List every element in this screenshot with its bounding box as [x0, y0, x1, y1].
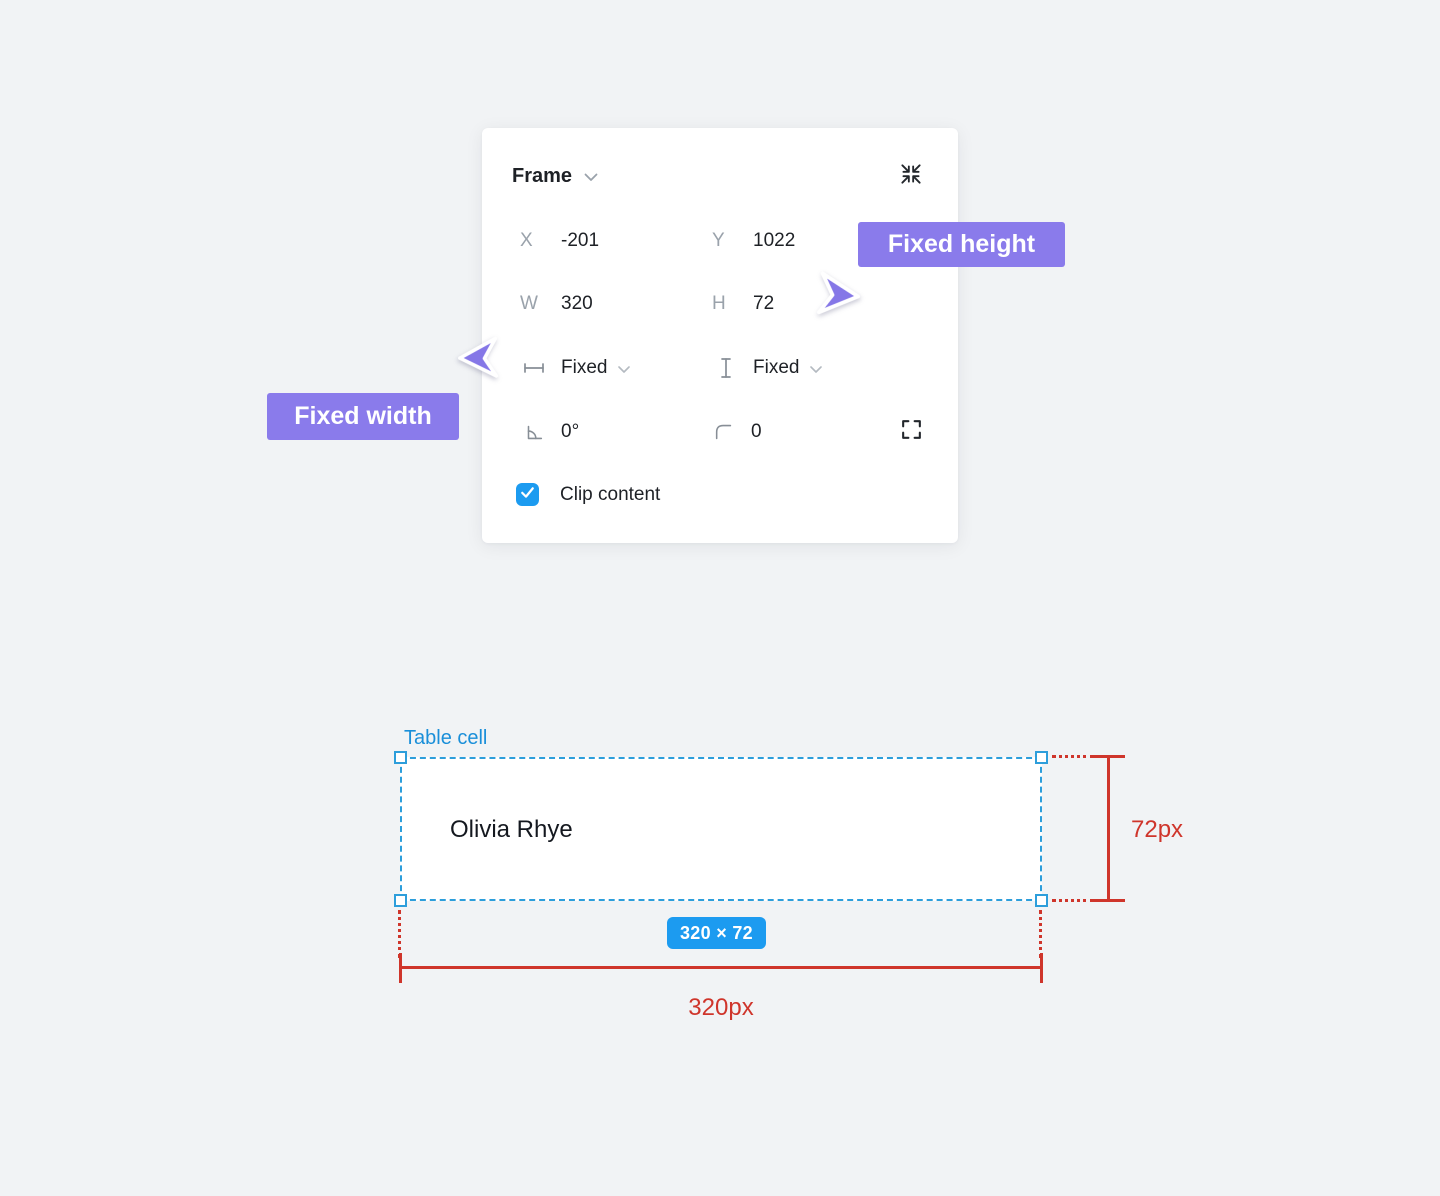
height-measure-line	[1107, 756, 1110, 901]
x-position-field[interactable]: X -201	[520, 226, 599, 256]
vertical-sizing-icon	[712, 356, 740, 380]
x-value[interactable]: -201	[561, 230, 600, 251]
chevron-down-icon	[584, 169, 598, 187]
guide-dotted-right	[1039, 910, 1042, 958]
fixed-width-callout-label: Fixed width	[294, 402, 432, 430]
selection-size-text: 320 × 72	[680, 922, 753, 943]
rotation-value[interactable]: 0°	[561, 421, 580, 442]
horizontal-sizing-value: Fixed	[561, 357, 608, 378]
rotation-field[interactable]: 0°	[520, 417, 579, 447]
y-value[interactable]: 1022	[753, 230, 796, 251]
cursor-arrow-icon	[453, 334, 504, 390]
horizontal-sizing-dropdown[interactable]: Fixed	[520, 353, 631, 383]
collapse-panel-button[interactable]	[897, 162, 925, 190]
table-cell-frame[interactable]	[400, 757, 1042, 901]
y-position-field[interactable]: Y 1022	[712, 226, 795, 256]
corner-radius-field[interactable]: 0	[710, 417, 762, 447]
width-label: W	[520, 293, 538, 314]
horizontal-sizing-icon	[520, 356, 548, 380]
independent-corners-icon	[899, 417, 924, 447]
fixed-height-callout-label: Fixed height	[887, 230, 1036, 258]
table-cell-text[interactable]: Olivia Rhye	[450, 816, 573, 843]
corner-radius-value[interactable]: 0	[751, 421, 762, 442]
height-measure-label: 72px	[1131, 816, 1184, 843]
checkmark-icon	[520, 486, 535, 504]
width-measure-cap-right	[1040, 953, 1043, 983]
y-label: Y	[712, 230, 725, 251]
selection-handle-top-left[interactable]	[394, 751, 407, 764]
height-value[interactable]: 72	[753, 293, 775, 314]
width-measure-line	[400, 966, 1042, 969]
selection-size-badge: 320 × 72	[667, 917, 766, 949]
selection-handle-top-right[interactable]	[1035, 751, 1048, 764]
vertical-sizing-value: Fixed	[753, 357, 800, 378]
width-measure-label: 320px	[688, 994, 754, 1021]
layer-name-label[interactable]: Table cell	[404, 727, 488, 749]
clip-content-checkbox[interactable]	[516, 483, 539, 506]
corner-radius-icon	[710, 420, 738, 444]
height-measure-cap-bottom	[1091, 899, 1125, 902]
guide-dotted-left	[398, 910, 401, 958]
height-field[interactable]: H 72	[712, 289, 774, 319]
guide-dotted-top	[1052, 755, 1094, 758]
properties-panel: Frame X -201 Y 1022	[482, 128, 958, 543]
selection-handle-bottom-right[interactable]	[1035, 894, 1048, 907]
chevron-down-icon	[810, 361, 823, 379]
vertical-sizing-dropdown[interactable]: Fixed	[712, 353, 823, 383]
height-label: H	[712, 293, 726, 314]
chevron-down-icon	[618, 361, 631, 379]
clip-content-label: Clip content	[560, 484, 661, 505]
panel-title: Frame	[512, 164, 573, 187]
selection-handle-bottom-left[interactable]	[394, 894, 407, 907]
width-value[interactable]: 320	[561, 293, 593, 314]
fixed-width-callout: Fixed width	[267, 393, 459, 440]
collapse-icon	[898, 161, 924, 192]
width-field[interactable]: W 320	[520, 289, 593, 319]
independent-corners-button[interactable]	[897, 418, 925, 446]
x-label: X	[520, 230, 533, 251]
frame-type-dropdown[interactable]: Frame	[512, 162, 598, 190]
fixed-height-callout: Fixed height	[858, 222, 1065, 267]
cursor-arrow-icon	[810, 268, 866, 329]
rotation-icon	[520, 420, 548, 444]
guide-dotted-bottom	[1052, 899, 1094, 902]
